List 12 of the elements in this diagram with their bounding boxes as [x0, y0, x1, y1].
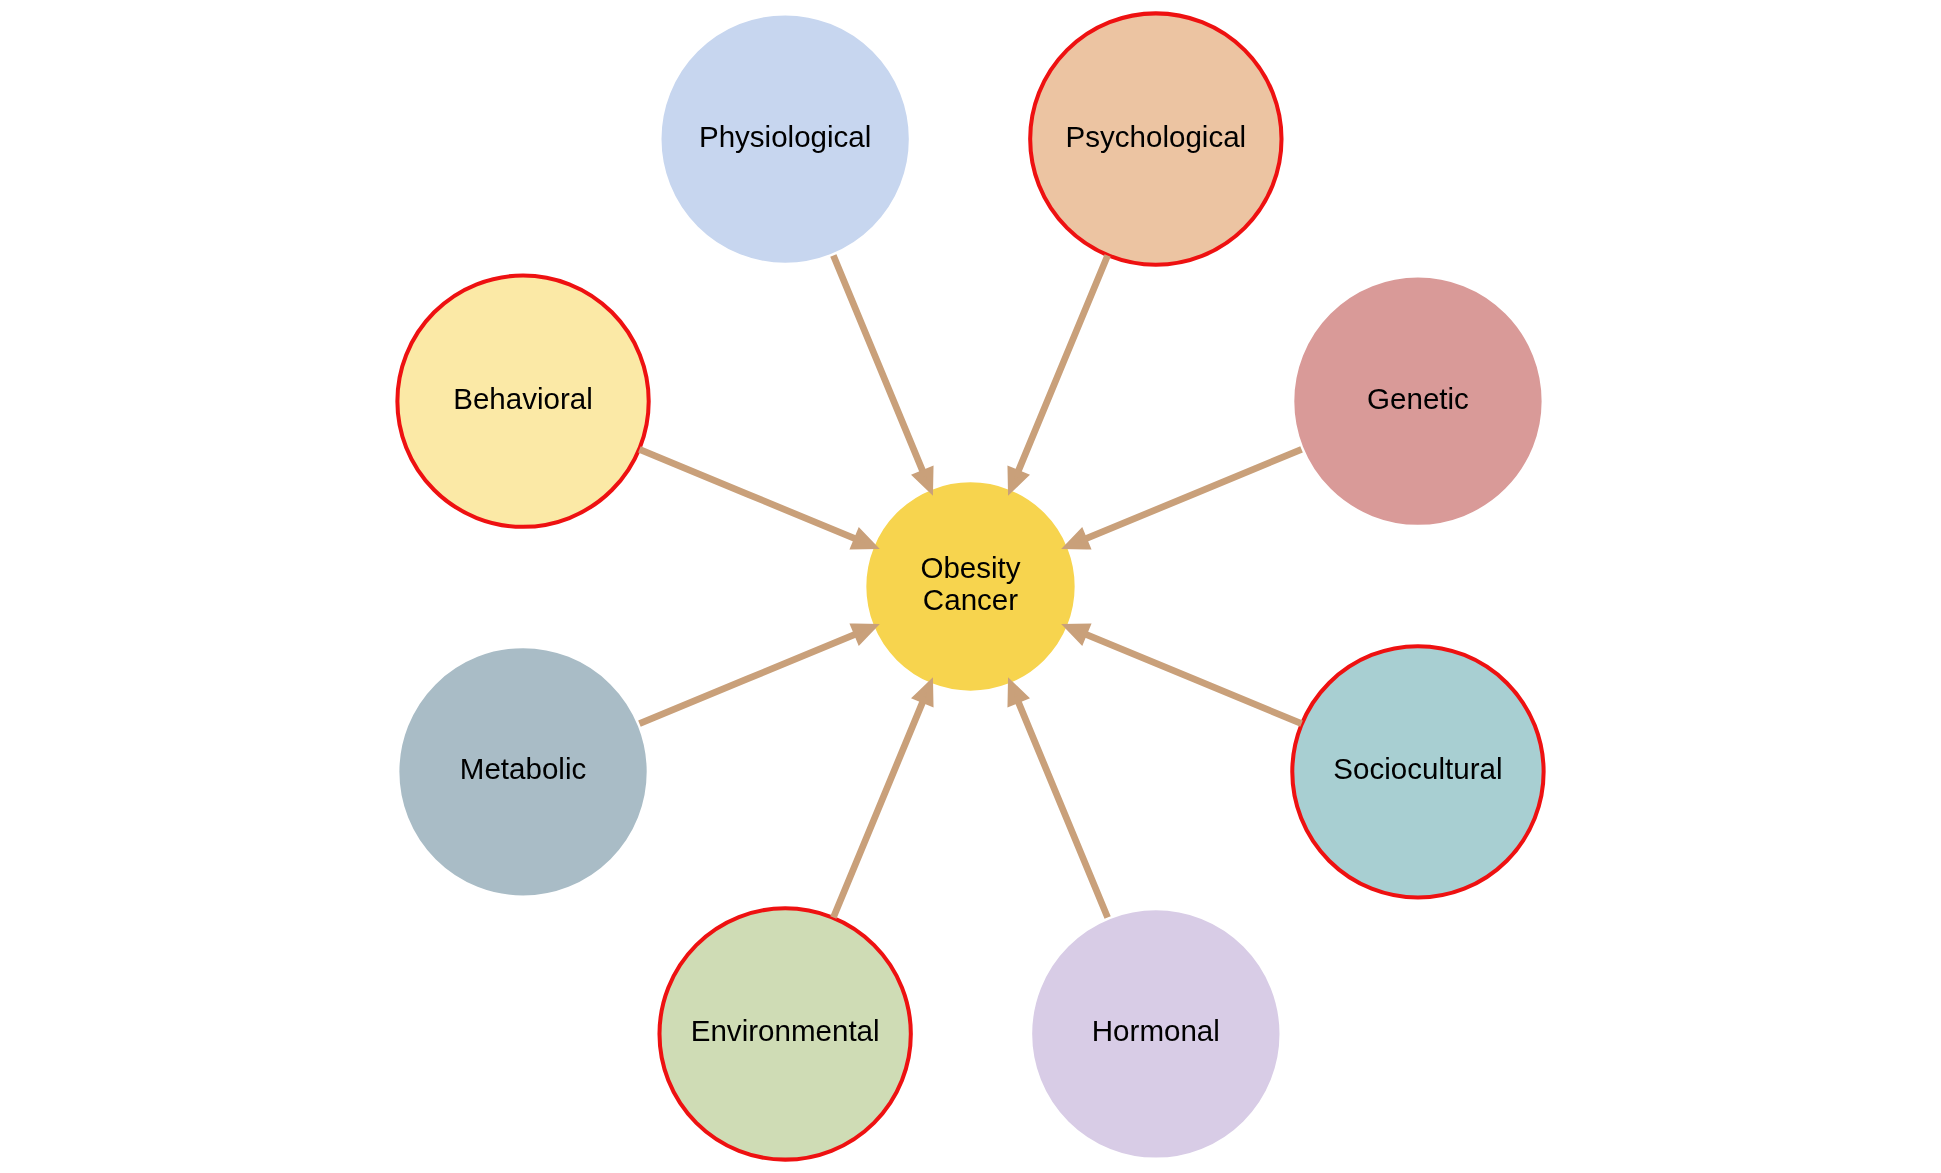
arrow	[1007, 254, 1111, 496]
arrow	[1061, 623, 1303, 727]
arrow	[638, 446, 880, 550]
arrow	[830, 677, 934, 919]
arrow	[1007, 677, 1111, 919]
arrow	[1061, 446, 1303, 550]
node-circle: Psychological	[1028, 11, 1284, 267]
arrow	[638, 623, 880, 727]
node-circle: Behavioral	[395, 273, 651, 529]
node-circle: Environmental	[657, 906, 913, 1162]
node-circle: Sociocultural	[1290, 644, 1546, 900]
arrow	[830, 254, 934, 496]
